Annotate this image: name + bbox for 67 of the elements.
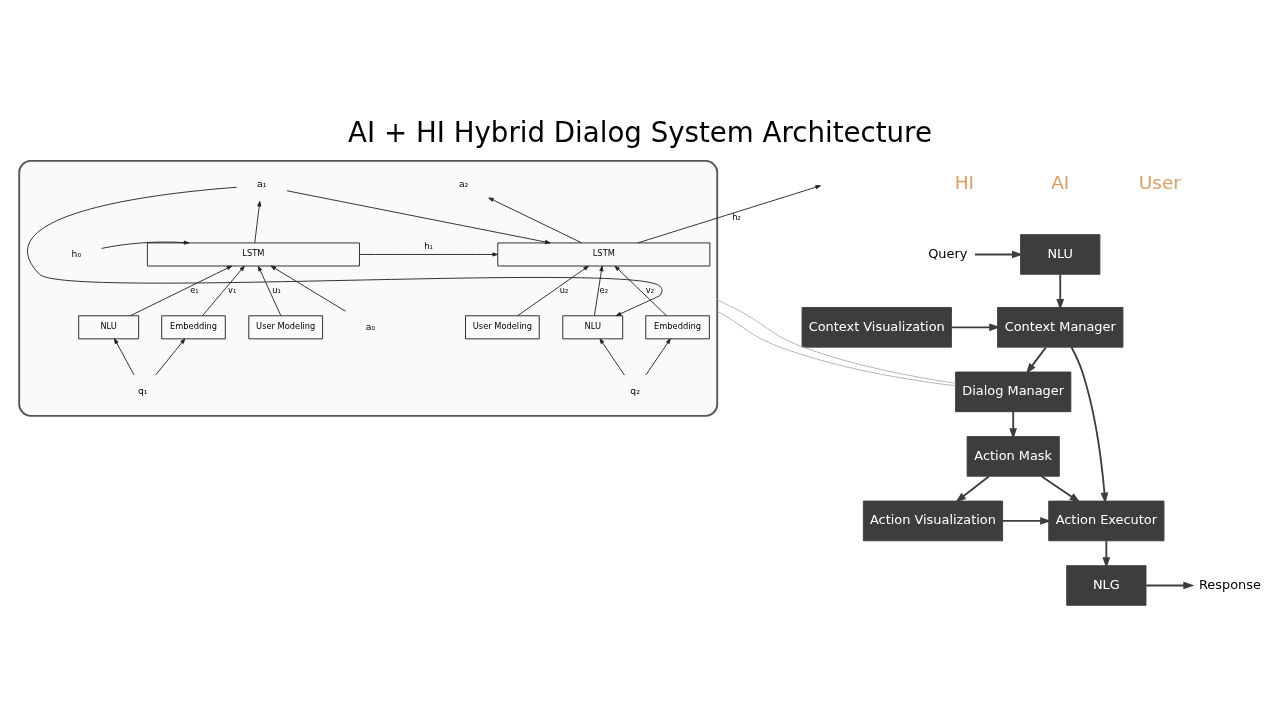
node-box: User Modeling [465,314,540,339]
arrow [1070,345,1109,504]
cluster [18,159,719,417]
edge-label: h₁ [424,240,433,251]
node-box: NLU [562,314,624,339]
arrow [955,475,990,503]
node-box: NLU [1020,233,1101,275]
edge-label: v₁ [228,284,237,295]
node-text: h₀ [71,247,82,259]
node-box: NLG [1066,564,1147,606]
arrow [637,184,821,243]
node-text: q₁ [137,384,148,396]
arrow [1009,410,1018,439]
arrow [270,265,346,312]
arrow [1025,345,1047,374]
arrow [645,337,671,375]
arrow [114,337,135,375]
connector [716,310,956,386]
arrow [257,265,282,316]
node-box: Embedding [161,314,226,339]
node-box: LSTM [497,242,711,266]
arrow [286,189,551,244]
node-box: Embedding [645,314,710,339]
arrow [488,196,583,243]
edge-label: h₂ [732,211,741,222]
arrow [599,337,625,375]
arrow [101,240,190,249]
node-box: Action Mask [966,435,1060,477]
node-text: Response [1198,576,1261,592]
node-box: NLU [78,314,140,339]
node-text: a₀ [365,320,376,332]
connector [716,298,956,384]
arrow [950,322,1001,331]
arrow [130,265,233,316]
diagram-title: AI + HI Hybrid Dialog System Architecture [348,115,932,149]
node-box: Dialog Manager [955,371,1072,412]
arrow [1102,539,1111,568]
arrow [1001,516,1052,525]
label: User [1138,171,1181,193]
arrow [1056,273,1065,310]
node-text: q₂ [630,384,640,396]
edge-label: u₁ [272,284,281,295]
arrow [517,265,589,316]
edge-label: v₂ [645,284,655,295]
edge-label: e₂ [599,284,609,295]
arrow [254,200,262,243]
node-box: Action Executor [1048,500,1165,541]
edge-label: u₂ [559,284,569,295]
node-text: a₂ [458,177,469,189]
arrow [202,265,245,316]
arrow [974,250,1024,258]
arrow [27,186,663,316]
node-text: Query [928,245,968,261]
arrow [593,265,604,316]
label: HI [954,171,974,193]
arrow [1040,474,1081,503]
node-box: Action Visualization [862,500,1004,541]
arrow [1145,581,1195,589]
node-box: Context Visualization [801,306,952,348]
node-box: Context Manager [997,306,1124,348]
arrow [359,251,498,257]
edge-label: e₁ [190,284,199,295]
node-box: User Modeling [248,314,324,339]
arrow [614,265,667,316]
label: AI [1051,171,1070,193]
node-text: a₁ [257,177,267,189]
arrow [155,337,186,375]
